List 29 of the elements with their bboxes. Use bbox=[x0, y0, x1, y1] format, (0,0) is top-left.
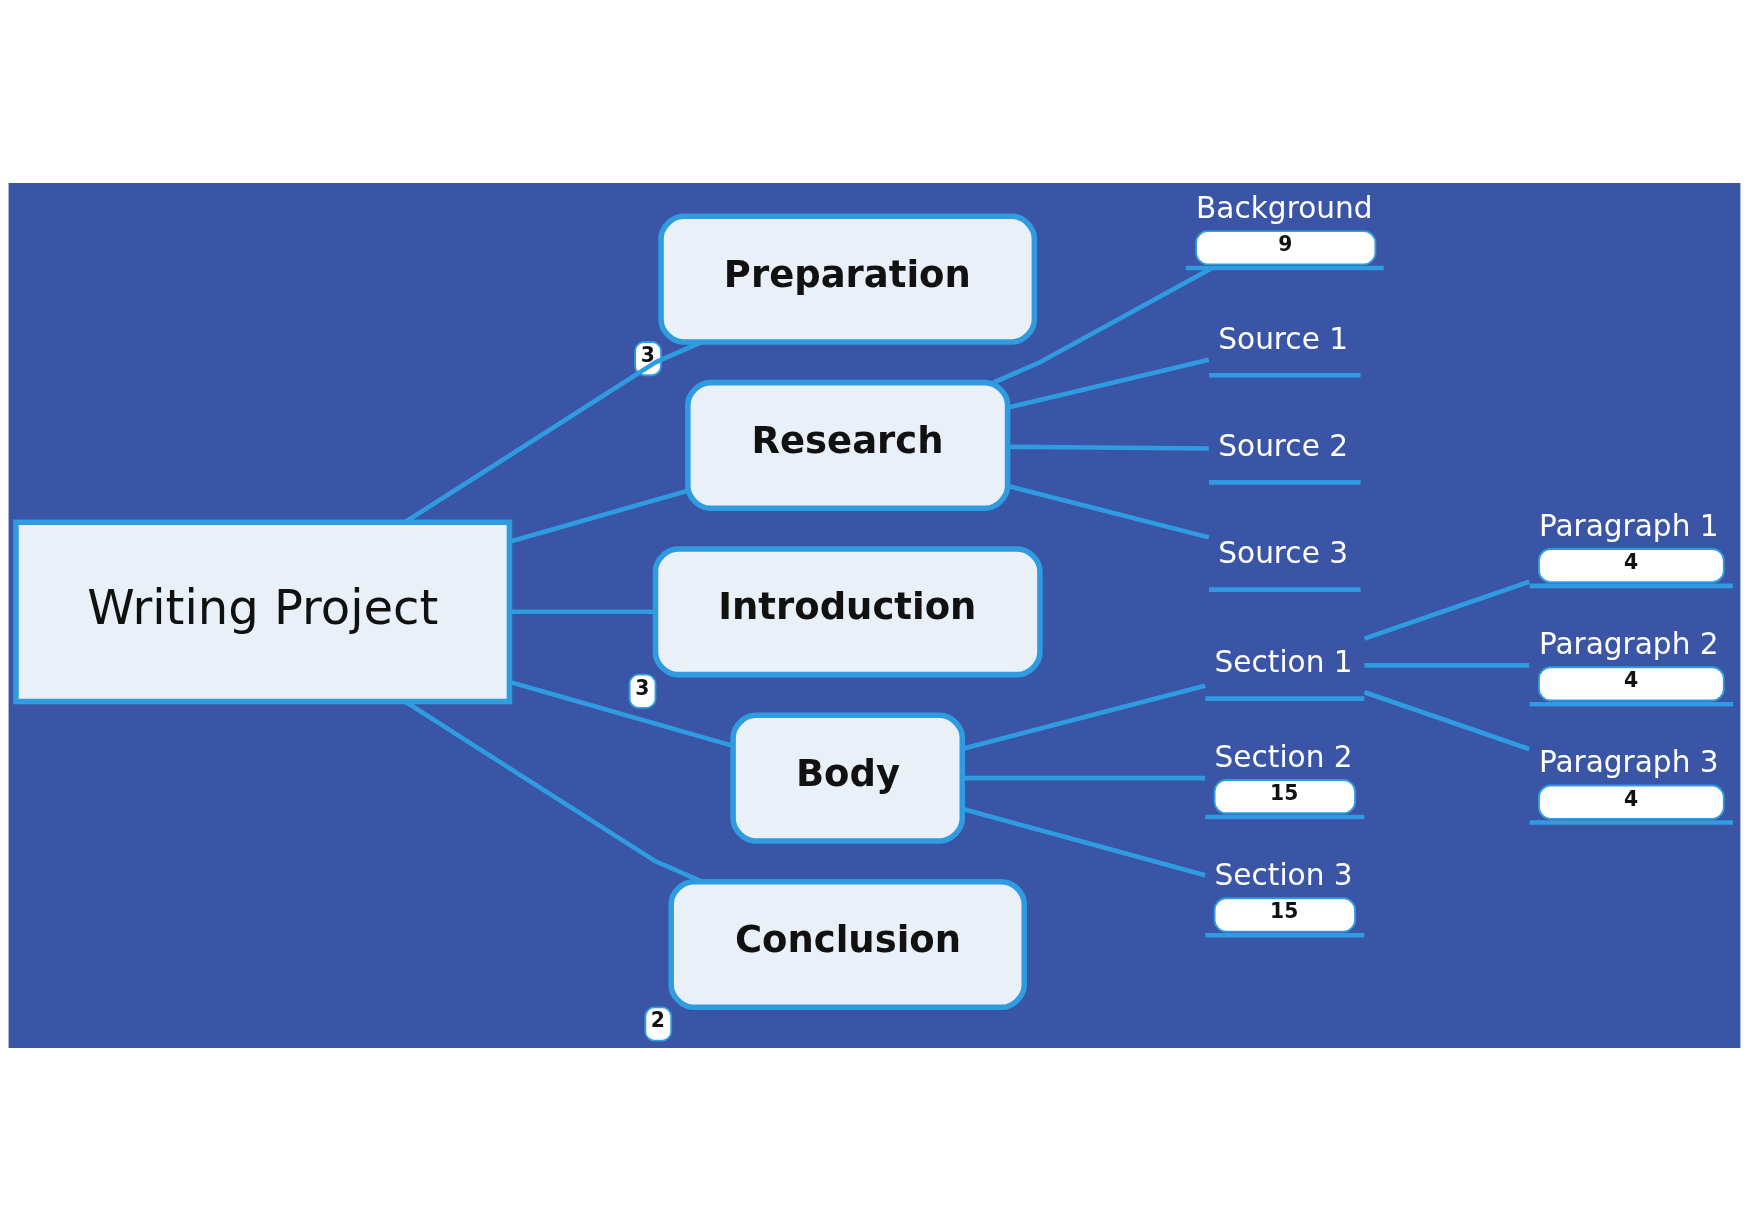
node-label: 3 bbox=[635, 675, 650, 700]
node-text: Section 1 bbox=[1214, 644, 1353, 679]
connector bbox=[509, 488, 688, 544]
node-label: Section 3 bbox=[1214, 857, 1353, 892]
node-label: Paragraph 2 bbox=[1538, 626, 1719, 661]
connector bbox=[510, 609, 655, 614]
connector bbox=[962, 682, 1206, 751]
node-label: Paragraph 3 bbox=[1538, 744, 1719, 779]
connector bbox=[509, 679, 734, 748]
node-label: 2 bbox=[650, 1007, 666, 1032]
node-box: Writing Project bbox=[13, 518, 513, 704]
node-text: Source 3 bbox=[1218, 535, 1349, 570]
node-label: 3 bbox=[640, 342, 655, 367]
connector bbox=[1007, 356, 1210, 410]
node-box: Research bbox=[685, 379, 1011, 511]
connector bbox=[1007, 444, 1209, 451]
connector bbox=[962, 806, 1206, 877]
connector bbox=[1363, 579, 1530, 641]
node-label: Section 2 bbox=[1214, 739, 1353, 774]
node-box: Body bbox=[730, 712, 966, 844]
node-text: Source 2 bbox=[1218, 428, 1349, 463]
node-text: Source 1 bbox=[1218, 321, 1349, 356]
node-label: Background bbox=[1196, 190, 1373, 225]
connector bbox=[992, 265, 1214, 385]
connector bbox=[1363, 689, 1530, 751]
connector bbox=[1007, 483, 1210, 540]
connector bbox=[1364, 662, 1530, 668]
node-label: Paragraph 1 bbox=[1538, 508, 1719, 543]
connector bbox=[962, 775, 1206, 780]
